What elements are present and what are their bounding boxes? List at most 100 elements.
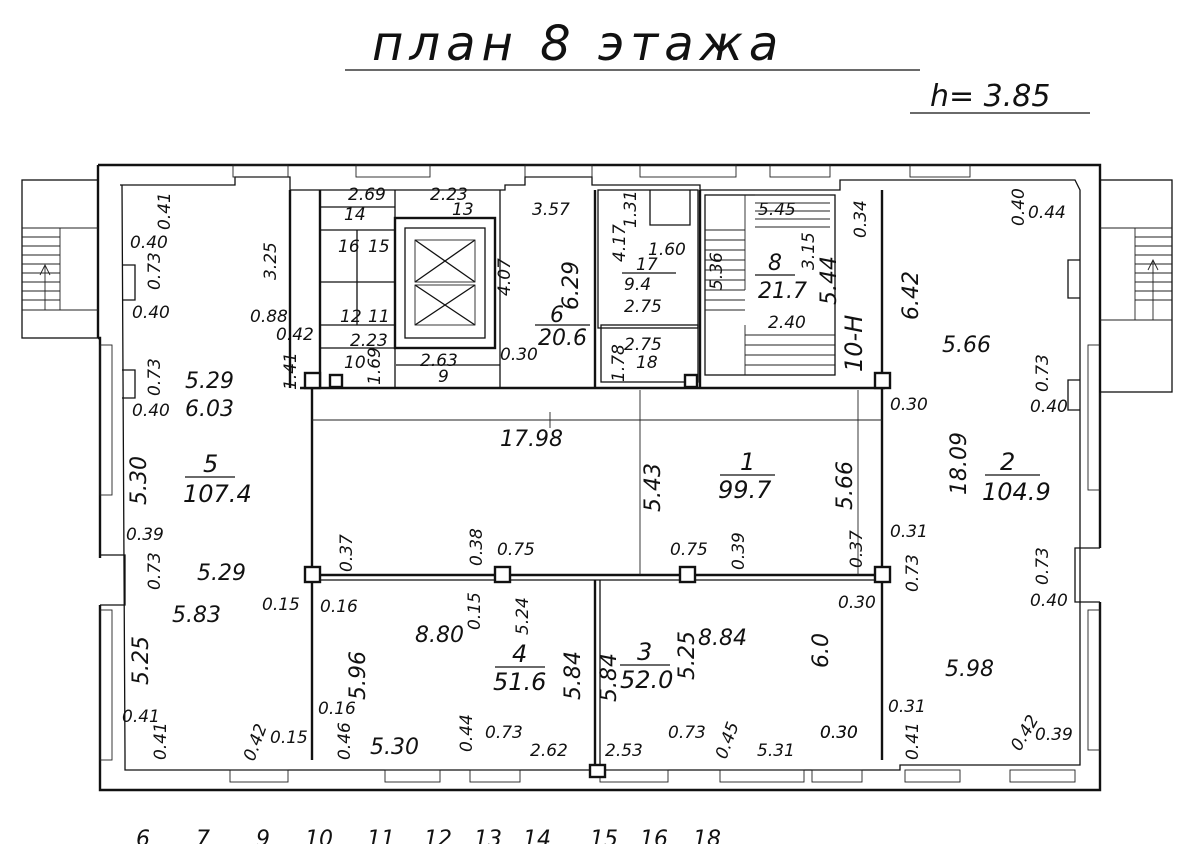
room-number-8: 8: [768, 251, 782, 276]
svg-text:5.98: 5.98: [945, 657, 994, 682]
svg-text:2.62: 2.62: [530, 741, 568, 761]
svg-text:0.39: 0.39: [126, 525, 164, 545]
svg-text:0.45: 0.45: [712, 719, 744, 761]
svg-text:5.44: 5.44: [817, 256, 842, 305]
svg-text:0.73: 0.73: [668, 723, 706, 743]
svg-text:0.16: 0.16: [320, 597, 358, 617]
svg-text:5.66: 5.66: [942, 333, 991, 358]
svg-text:0.41: 0.41: [151, 722, 171, 760]
svg-text:0.15: 0.15: [262, 595, 300, 615]
room-area-1: 99.7: [718, 476, 772, 504]
svg-text:5.83: 5.83: [172, 603, 221, 628]
dimensions-inner: 2.75 2.75 3.15 5.36 5.44 2.40 6.42 1.78 …: [250, 232, 924, 390]
svg-text:0.46: 0.46: [335, 722, 355, 760]
room-number-1: 1: [740, 448, 755, 476]
stair-label: 10-Н: [840, 315, 868, 372]
room-number-16: 16: [338, 237, 360, 257]
svg-text:5.66: 5.66: [833, 461, 858, 510]
svg-text:10: 10: [305, 827, 333, 844]
room-number-5: 5: [203, 450, 218, 478]
svg-text:5.30: 5.30: [127, 456, 152, 505]
svg-text:2.23: 2.23: [350, 331, 388, 351]
svg-text:0.88: 0.88: [250, 307, 288, 327]
svg-text:5.25: 5.25: [129, 636, 154, 685]
svg-text:8.80: 8.80: [415, 623, 464, 648]
svg-text:8.84: 8.84: [698, 626, 747, 651]
columns: [303, 371, 892, 779]
svg-text:4.17: 4.17: [610, 224, 630, 262]
exterior-stair-right: [1099, 179, 1173, 393]
svg-text:0.44: 0.44: [1028, 203, 1066, 223]
svg-text:0.30: 0.30: [890, 395, 928, 415]
svg-text:1.78: 1.78: [609, 344, 629, 382]
ceiling-height-label: h= 3.85: [930, 79, 1050, 114]
svg-text:0.73: 0.73: [1033, 547, 1053, 585]
room-area-4: 51.6: [493, 668, 546, 696]
svg-text:0.15: 0.15: [270, 728, 308, 748]
svg-text:5.96: 5.96: [346, 651, 371, 700]
room-area-8: 21.7: [758, 279, 807, 304]
interior-walls: [288, 189, 885, 765]
svg-text:0.38: 0.38: [467, 528, 487, 566]
dimensions-center: 17.98 5.43 5.66 0.37 0.38 0.75 0.75 0.39…: [262, 390, 882, 760]
dimensions-bottom: 0.42 0.15 5.30 0.44 0.73 2.62 2.53 0.73 …: [240, 714, 858, 764]
dimensions-top: 2.69 2.23 3.57 3.25 4.17 1.31 1.60 5.45 …: [261, 185, 1066, 310]
svg-text:14: 14: [523, 827, 551, 844]
svg-text:0.40: 0.40: [1030, 591, 1068, 611]
svg-text:5.84: 5.84: [597, 653, 622, 702]
svg-text:0.41: 0.41: [155, 192, 175, 230]
svg-text:6.29: 6.29: [559, 261, 584, 310]
svg-text:0.40: 0.40: [132, 401, 170, 421]
svg-text:13: 13: [474, 827, 502, 844]
svg-text:0.40: 0.40: [1030, 397, 1068, 417]
svg-text:6.42: 6.42: [899, 271, 924, 320]
svg-text:0.16: 0.16: [318, 699, 356, 719]
room-number-14: 14: [344, 205, 366, 225]
plan-title: план 8 этажа: [372, 16, 784, 72]
exterior-stair-left: [21, 179, 99, 339]
svg-text:0.39: 0.39: [1035, 725, 1073, 745]
svg-text:5.30: 5.30: [370, 735, 419, 760]
svg-text:0.73: 0.73: [145, 252, 165, 290]
svg-text:2.69: 2.69: [348, 185, 386, 205]
svg-text:0.15: 0.15: [465, 592, 485, 630]
svg-text:0.39: 0.39: [729, 532, 749, 570]
room-number-13: 13: [452, 200, 474, 220]
svg-text:5.45: 5.45: [758, 200, 796, 220]
room-number-15: 15: [368, 237, 390, 257]
svg-text:3.25: 3.25: [261, 242, 281, 280]
svg-text:2.75: 2.75: [624, 335, 662, 355]
svg-text:11: 11: [367, 827, 395, 844]
room-area-2: 104.9: [982, 478, 1051, 506]
svg-text:0.40: 0.40: [1009, 188, 1029, 226]
svg-text:2.23: 2.23: [430, 185, 468, 205]
svg-text:5.31: 5.31: [757, 741, 795, 761]
svg-text:0.37: 0.37: [337, 534, 357, 572]
svg-text:6: 6: [136, 827, 150, 844]
room-number-6: 6: [550, 303, 564, 328]
svg-text:17.98: 17.98: [500, 427, 563, 452]
svg-text:16: 16: [640, 827, 668, 844]
svg-text:5.84: 5.84: [561, 651, 586, 700]
svg-text:18.09: 18.09: [947, 432, 972, 495]
svg-text:0.30: 0.30: [820, 723, 858, 743]
svg-text:4.07: 4.07: [495, 258, 515, 296]
outer-walls: [96, 163, 1102, 792]
svg-text:0.73: 0.73: [903, 554, 923, 592]
svg-text:9: 9: [256, 827, 270, 844]
svg-text:0.73: 0.73: [145, 358, 165, 396]
axis-labels: 6 7 9 10 11 12 13 14 15 16 18: [136, 827, 721, 844]
svg-text:0.73: 0.73: [1033, 354, 1053, 392]
svg-text:0.31: 0.31: [890, 522, 928, 542]
svg-text:1.69: 1.69: [365, 347, 385, 385]
svg-text:5.43: 5.43: [641, 463, 666, 512]
svg-text:0.41: 0.41: [903, 722, 923, 760]
room-number-3: 3: [637, 638, 652, 666]
svg-text:0.44: 0.44: [457, 714, 477, 752]
room-labels: 1 99.7 2 104.9 3 52.0 4 51.6 5 107.4 6 2…: [183, 200, 1051, 696]
svg-text:0.37: 0.37: [847, 530, 867, 568]
svg-text:6.03: 6.03: [185, 397, 234, 422]
dimensions-left: 0.40 0.41 0.73 0.40 0.73 0.40 5.29 6.03 …: [122, 192, 246, 760]
room-area-5: 107.4: [183, 480, 252, 508]
svg-text:0.34: 0.34: [851, 200, 871, 238]
